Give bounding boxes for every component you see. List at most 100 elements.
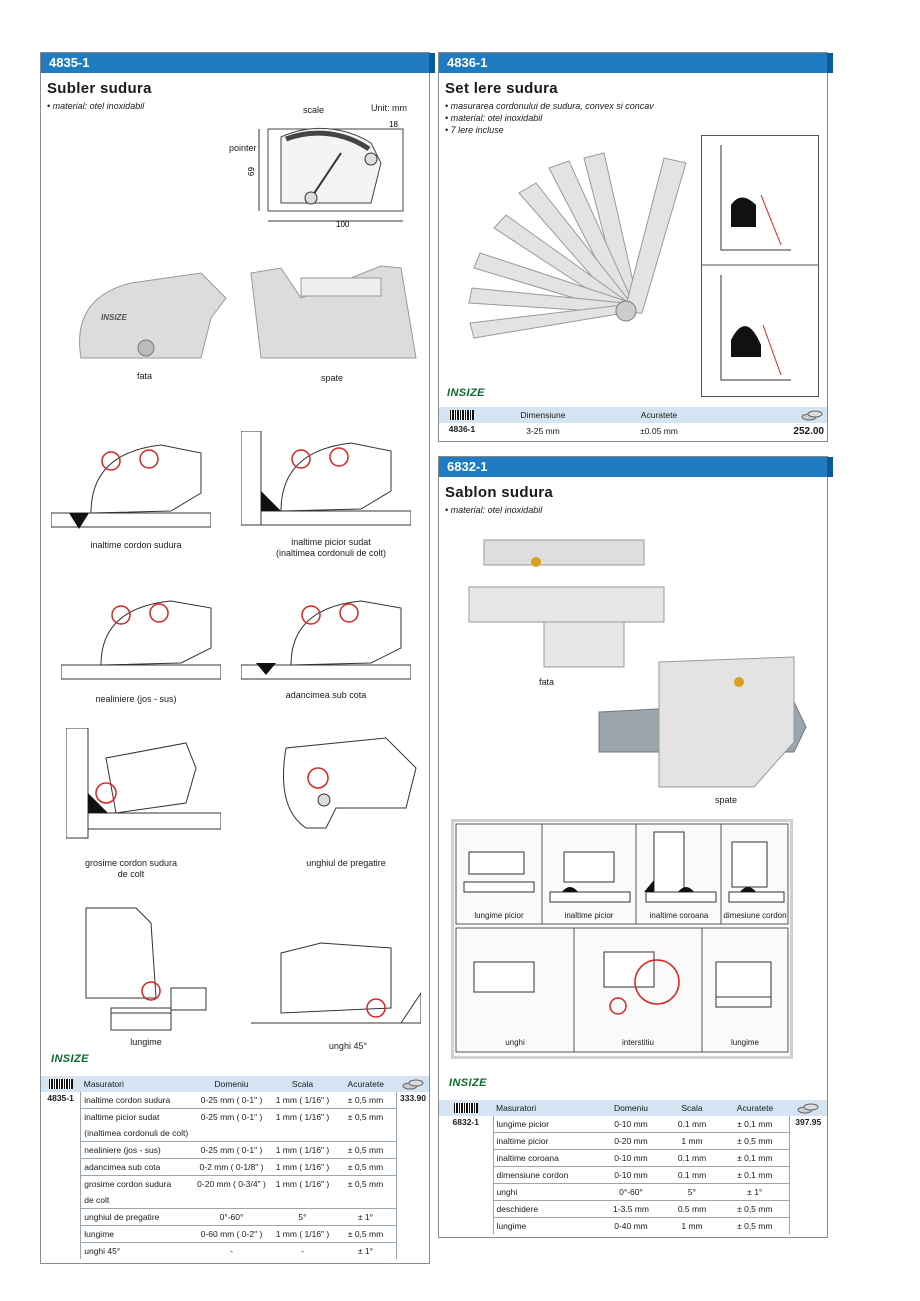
bullet-item: • material: otel inoxidabil [445,113,543,123]
col-header-range: Domeniu [599,1100,663,1116]
table-cell: 0-20 mm ( 0-3/4" ) [197,1179,266,1189]
photo-caption-front: fata [539,677,555,687]
usage-diagram-weld-height [51,444,211,529]
product-title: Subler sudura [47,80,152,97]
template-photo-back [598,656,807,788]
table-cell: adancimea sub cota [80,1158,193,1176]
usage-caption-2: inaltime picior [564,911,614,920]
usage-caption-2: inaltime picior sudat (inaltimea cordonu… [275,537,387,558]
price-cell: 333.90 [396,1092,429,1259]
table-cell: - [230,1246,233,1256]
bullet-item: • material: otel inoxidabil [47,101,145,111]
col-header-accuracy: Acuratete [721,1100,789,1116]
table-cell: 5° [270,1208,335,1226]
photo-caption-front: fata [137,371,153,381]
table-cell: 0-10 mm [599,1116,663,1133]
photo-caption-back: spate [715,795,738,805]
col-header-accuracy: Acuratete [334,1076,397,1092]
brand-logo: INSIZE [449,1077,487,1089]
table-cell: 3-25 mm [526,426,560,436]
table-cell: 0-25 mm ( 0-1" ) [200,1112,263,1122]
usage-diagram-length [85,907,207,1031]
table-cell: ± 0,5 mm [347,1179,384,1189]
product-code-cell: 4835-1 [41,1092,82,1259]
table-cell: ±0.05 mm [640,426,678,436]
usage-diagram-fillet-thickness [66,728,221,839]
table-cell: ± 0,5 mm [721,1200,789,1218]
barcode-icon [41,1076,81,1092]
product-title: Sablon sudura [445,484,554,501]
bullet-item: • material: otel inoxidabil [445,505,543,515]
table-cell: 5° [663,1183,721,1201]
usage-caption-7: lungime [130,1037,162,1047]
table-cell: ± 0,5 mm [721,1132,789,1150]
table-cell: lungime [496,1221,527,1231]
spec-table: Dimensiune Acuratete 4836-1 3-25 mm ±0.0… [439,407,827,439]
price-cell: 397.95 [788,1116,827,1234]
table-cell: ± 1° [721,1183,789,1201]
product-bullets: • material: otel inoxidabil [47,100,429,112]
usage-caption-6: interstitiu [621,1038,654,1047]
usage-caption-1: lungime picior [474,911,524,920]
product-photo-back [250,265,417,359]
table-cell: 0°-60° [193,1208,270,1226]
table-cell: lungime picior [493,1116,599,1133]
product-panel-4835-1: 4835-1 Subler sudura • material: otel in… [40,52,435,1264]
table-cell: inaltime picior [493,1132,599,1150]
table-cell: 1 mm [681,1221,703,1231]
product-code-header: 6832-1 [439,457,833,477]
usage-caption-4: dimesiune cordon [723,911,787,920]
table-cell: ± 0,5 mm [737,1221,773,1231]
product-bullets: • masurarea cordonului de sudura, convex… [445,100,827,136]
table-cell: ± 0,1 mm [721,1116,789,1133]
table-cell: 1 mm ( 1/16" ) [270,1141,335,1159]
table-cell: 0-2 mm ( 0-1/8" ) [193,1158,270,1176]
table-cell: ± 0,5 mm [334,1092,397,1109]
table-cell: ± 0,5 mm [334,1158,397,1176]
table-cell: 0.1 mm [663,1116,721,1133]
table-cell: 0°-60° [599,1183,663,1201]
unit-label: Unit: mm [371,103,407,113]
usage-caption-1: inaltime cordon sudura [90,540,182,550]
table-cell: ± 1° [357,1246,374,1256]
table-cell: 1 mm ( 1/16" ) [275,1112,330,1122]
usage-grid: lungime picior inaltime picior inaltime … [451,819,793,1059]
product-title: Set lere sudura [445,80,558,97]
table-cell: 0-20 mm [599,1132,663,1150]
photo-caption-back: spate [321,373,344,383]
usage-caption-4: adancimea sub cota [285,690,367,700]
spec-table: Masuratori Domeniu Scala Acuratete 4835-… [41,1076,429,1259]
table-cell: inaltime picior sudat [84,1112,160,1122]
dimension-diagram: 100 69 18 [247,120,404,229]
usage-caption-3: nealiniere (jos - sus) [95,694,177,704]
table-cell: unghi 45° [84,1246,121,1256]
table-cell: lungime [80,1225,193,1243]
table-cell: 1 mm ( 1/16" ) [270,1158,335,1176]
dim-small-label: 18 [389,120,398,129]
usage-caption-3: inaltime coroana [649,911,709,920]
table-cell: inaltime cordon sudura [80,1092,193,1109]
table-cell: 0-25 mm ( 0-1" ) [193,1092,270,1109]
photo-brand-mark: INSIZE [101,313,127,322]
table-cell: 1 mm ( 1/16" ) [270,1225,335,1243]
col-header-dimension: Dimensiune [485,407,601,423]
product-code-cell: 6832-1 [439,1116,494,1234]
product-code-header: 4836-1 [439,53,833,73]
table-cell: ± 0,1 mm [721,1149,789,1167]
col-header-scale: Scala [663,1100,721,1116]
table-cell: ± 0,5 mm [334,1225,397,1243]
usage-diagram-45-angle [251,942,421,1024]
table-cell: 0-10 mm [599,1166,663,1184]
col-header-range: Domeniu [193,1076,270,1092]
dim-height-label: 69 [247,167,256,176]
scale-label: scale [303,105,325,115]
table-cell: 0-60 mm ( 0-2" ) [193,1225,270,1243]
table-cell: 1 mm ( 1/16" ) [275,1179,330,1189]
spec-table: Masuratori Domeniu Scala Acuratete 6832-… [439,1100,827,1234]
table-cell: nealiniere (jos - sus) [80,1141,193,1159]
table-cell: 1 mm ( 1/16" ) [270,1092,335,1109]
table-cell: unghiul de pregatire [80,1208,193,1226]
dim-width-label: 100 [336,220,350,229]
product-code-cell: 4836-1 [448,424,476,434]
bullet-item: • masurarea cordonului de sudura, convex… [445,101,654,111]
